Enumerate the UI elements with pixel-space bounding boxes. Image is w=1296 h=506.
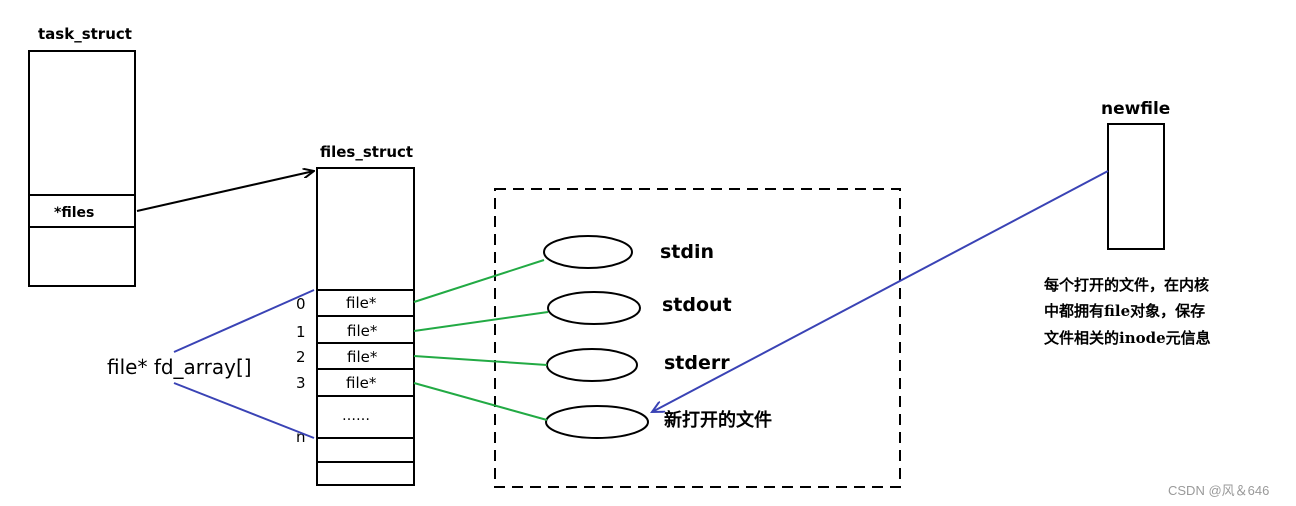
files-struct-title: files_struct — [320, 143, 413, 161]
files-pointer-arrow — [136, 171, 314, 212]
stderr-file-object — [546, 348, 638, 382]
newfile-note-line-3: 文件相关的inode元信息 — [1044, 329, 1211, 347]
stdout-label: stdout — [662, 294, 732, 316]
files-pointer-field: *files — [54, 205, 94, 221]
csdn-watermark: CSDN @风＆646 — [1168, 483, 1269, 498]
newfile-box — [1107, 123, 1165, 250]
new-file-label: 新打开的文件 — [664, 409, 772, 431]
stdout-file-object — [547, 291, 641, 325]
newfile-title: newfile — [1101, 99, 1170, 119]
newfile-note-line-1: 每个打开的文件，在内核 — [1044, 276, 1209, 294]
slot-2-label: file* — [347, 348, 378, 366]
fd-array-label: file* fd_array[] — [107, 355, 252, 379]
slot-1-index: 1 — [296, 323, 306, 341]
slot-0-label: file* — [346, 294, 377, 312]
newfile-note-line-2: 中都拥有file对象，保存 — [1044, 302, 1205, 320]
fd3-link — [413, 382, 548, 421]
fd2-link — [413, 355, 548, 366]
slot-n-index: n — [296, 428, 306, 446]
stdin-file-object — [543, 235, 633, 269]
slot-1-label: file* — [347, 322, 378, 340]
open-files-region — [494, 188, 901, 488]
slot-3-index: 3 — [296, 374, 306, 392]
fd-array-bracket-bottom — [173, 382, 315, 439]
task-struct-box — [28, 50, 136, 287]
newfile-arrow — [652, 170, 1109, 412]
slot-0-index: 0 — [296, 295, 306, 313]
stdin-label: stdin — [660, 241, 714, 263]
fd0-link — [413, 259, 545, 303]
new-file-object — [545, 405, 649, 439]
fd1-link — [413, 311, 549, 332]
fd-array-bracket-top — [173, 289, 315, 353]
slot-3-label: file* — [346, 374, 377, 392]
stderr-label: stderr — [664, 352, 730, 374]
slot-ellipsis-label: …… — [342, 408, 370, 424]
files-struct-box — [316, 167, 415, 486]
slot-2-index: 2 — [296, 348, 306, 366]
task-struct-title: task_struct — [38, 25, 132, 43]
